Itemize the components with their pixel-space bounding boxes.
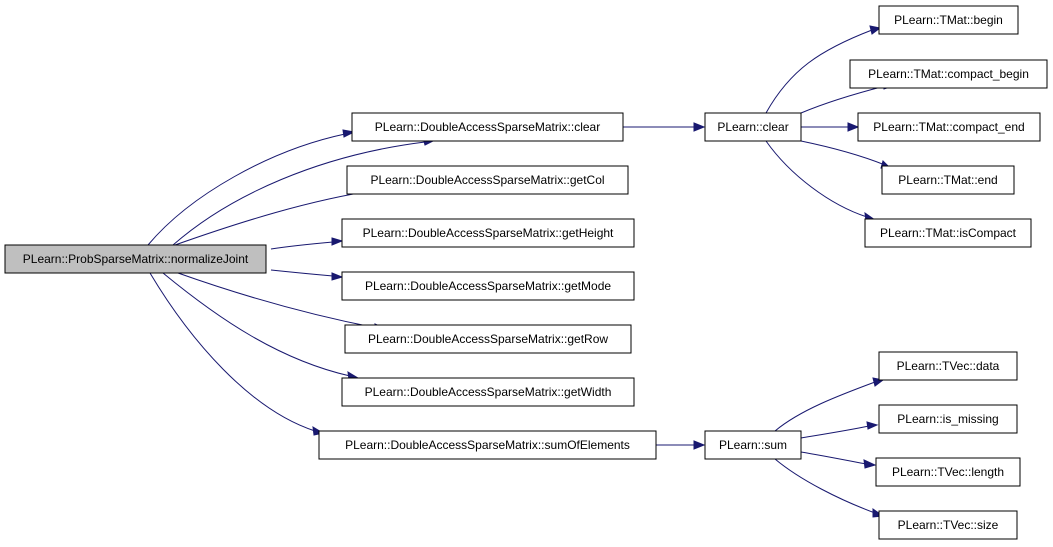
node-layer: PLearn::ProbSparseMatrix::normalizeJoint… [4, 5, 1048, 540]
edge-line [800, 140, 886, 166]
edge-arrowhead [331, 237, 344, 246]
graph-node-n4[interactable]: PLearn::TMat::compact_begin [849, 59, 1048, 89]
graph-node-n0[interactable]: PLearn::ProbSparseMatrix::normalizeJoint [4, 244, 267, 274]
node-label: PLearn::is_missing [897, 412, 998, 426]
node-label: PLearn::DoubleAccessSparseMatrix::getCol [370, 173, 604, 187]
root-node-box[interactable] [4, 244, 267, 274]
node-box[interactable] [344, 324, 632, 354]
graph-node-n13[interactable]: PLearn::DoubleAccessSparseMatrix::sumOfE… [318, 430, 657, 460]
edge-n0-to-n12 [162, 272, 360, 381]
edge-arrowhead [693, 440, 706, 450]
node-label: PLearn::DoubleAccessSparseMatrix::clear [375, 120, 600, 134]
node-box[interactable] [704, 112, 802, 142]
node-label: PLearn::TMat::compact_begin [868, 67, 1029, 81]
graph-node-n14[interactable]: PLearn::sum [704, 430, 802, 460]
graph-node-n10[interactable]: PLearn::DoubleAccessSparseMatrix::getMod… [341, 271, 635, 301]
graph-node-n8[interactable]: PLearn::DoubleAccessSparseMatrix::getCol [346, 165, 629, 195]
edge-line [800, 425, 870, 439]
edge-arrowhead [866, 421, 879, 430]
node-label: PLearn::clear [717, 120, 788, 134]
edge-line [172, 141, 426, 246]
edge-n2-to-n3 [765, 25, 882, 114]
edge-arrowhead [331, 272, 344, 281]
graph-node-n3[interactable]: PLearn::TMat::begin [878, 5, 1019, 35]
node-label: PLearn::TMat::isCompact [880, 226, 1017, 240]
node-box[interactable] [849, 59, 1048, 89]
edge-n14-to-n16 [800, 421, 879, 439]
graph-node-n15[interactable]: PLearn::TVec::data [878, 351, 1018, 381]
graph-node-n16[interactable]: PLearn::is_missing [878, 404, 1018, 434]
node-box[interactable] [875, 457, 1021, 487]
edge-line [800, 85, 886, 114]
edge-line [765, 140, 868, 218]
edge-arrowhead [869, 25, 882, 35]
edge-line [800, 451, 867, 465]
edge-n14-to-n17 [800, 451, 877, 469]
edge-n1-to-n2 [623, 122, 706, 132]
graph-node-n5[interactable]: PLearn::TMat::compact_end [857, 112, 1041, 142]
node-label: PLearn::DoubleAccessSparseMatrix::getWid… [365, 385, 612, 399]
node-label: PLearn::TMat::compact_end [873, 120, 1024, 134]
node-label: PLearn::ProbSparseMatrix::normalizeJoint [23, 252, 249, 266]
edge-arrowhead [863, 459, 877, 469]
node-label: PLearn::TVec::length [892, 465, 1004, 479]
edge-line [270, 269, 334, 277]
edge-line [149, 272, 316, 432]
node-label: PLearn::sum [719, 438, 787, 452]
node-box[interactable] [704, 430, 802, 460]
node-label: PLearn::TMat::begin [894, 13, 1003, 27]
graph-node-n9[interactable]: PLearn::DoubleAccessSparseMatrix::getHei… [341, 218, 635, 248]
node-label: PLearn::DoubleAccessSparseMatrix::getHei… [363, 226, 614, 240]
node-label: PLearn::TVec::data [897, 359, 1000, 373]
node-box[interactable] [318, 430, 657, 460]
node-box[interactable] [878, 5, 1019, 35]
node-label: PLearn::TVec::size [898, 518, 999, 532]
edge-line [147, 133, 346, 246]
edge-line [162, 272, 351, 377]
node-box[interactable] [881, 165, 1015, 195]
edge-n0-to-n1 [147, 129, 356, 246]
graph-node-n1[interactable]: PLearn::DoubleAccessSparseMatrix::clear [351, 112, 624, 142]
node-label: PLearn::DoubleAccessSparseMatrix::sumOfE… [345, 438, 630, 452]
graph-node-n18[interactable]: PLearn::TVec::size [878, 510, 1018, 540]
node-box[interactable] [351, 112, 624, 142]
edge-n2-to-n6 [800, 140, 893, 170]
graph-node-n7[interactable]: PLearn::TMat::isCompact [864, 218, 1032, 248]
edge-arrowhead [342, 129, 356, 138]
edge-line [270, 241, 334, 250]
node-label: PLearn::TMat::end [898, 173, 997, 187]
edge-n0-to-n13 [149, 272, 325, 436]
graph-node-n2[interactable]: PLearn::clear [704, 112, 802, 142]
node-box[interactable] [341, 377, 635, 407]
graph-node-n12[interactable]: PLearn::DoubleAccessSparseMatrix::getWid… [341, 377, 635, 407]
graph-node-n11[interactable]: PLearn::DoubleAccessSparseMatrix::getRow [344, 324, 632, 354]
node-label: PLearn::DoubleAccessSparseMatrix::getMod… [365, 279, 611, 293]
node-box[interactable] [341, 218, 635, 248]
graph-node-n6[interactable]: PLearn::TMat::end [881, 165, 1015, 195]
node-box[interactable] [857, 112, 1041, 142]
node-label: PLearn::DoubleAccessSparseMatrix::getRow [368, 332, 608, 346]
node-box[interactable] [341, 271, 635, 301]
node-box[interactable] [878, 351, 1018, 381]
node-box[interactable] [346, 165, 629, 195]
node-box[interactable] [878, 510, 1018, 540]
edge-arrowhead [847, 122, 860, 132]
edge-n0-to-n9 [270, 237, 344, 250]
node-box[interactable] [864, 218, 1032, 248]
edge-line [774, 381, 876, 432]
graph-node-n17[interactable]: PLearn::TVec::length [875, 457, 1021, 487]
edge-n13-to-n14 [656, 440, 706, 450]
edge-n0-to-n10 [270, 269, 344, 281]
edge-arrowhead [693, 122, 706, 132]
edge-line [177, 272, 378, 329]
edge-line [774, 458, 876, 514]
edge-layer [147, 25, 895, 518]
node-box[interactable] [878, 404, 1018, 434]
edge-n2-to-n5 [801, 122, 860, 132]
edge-n2-to-n7 [765, 140, 877, 222]
edge-line [765, 29, 873, 114]
